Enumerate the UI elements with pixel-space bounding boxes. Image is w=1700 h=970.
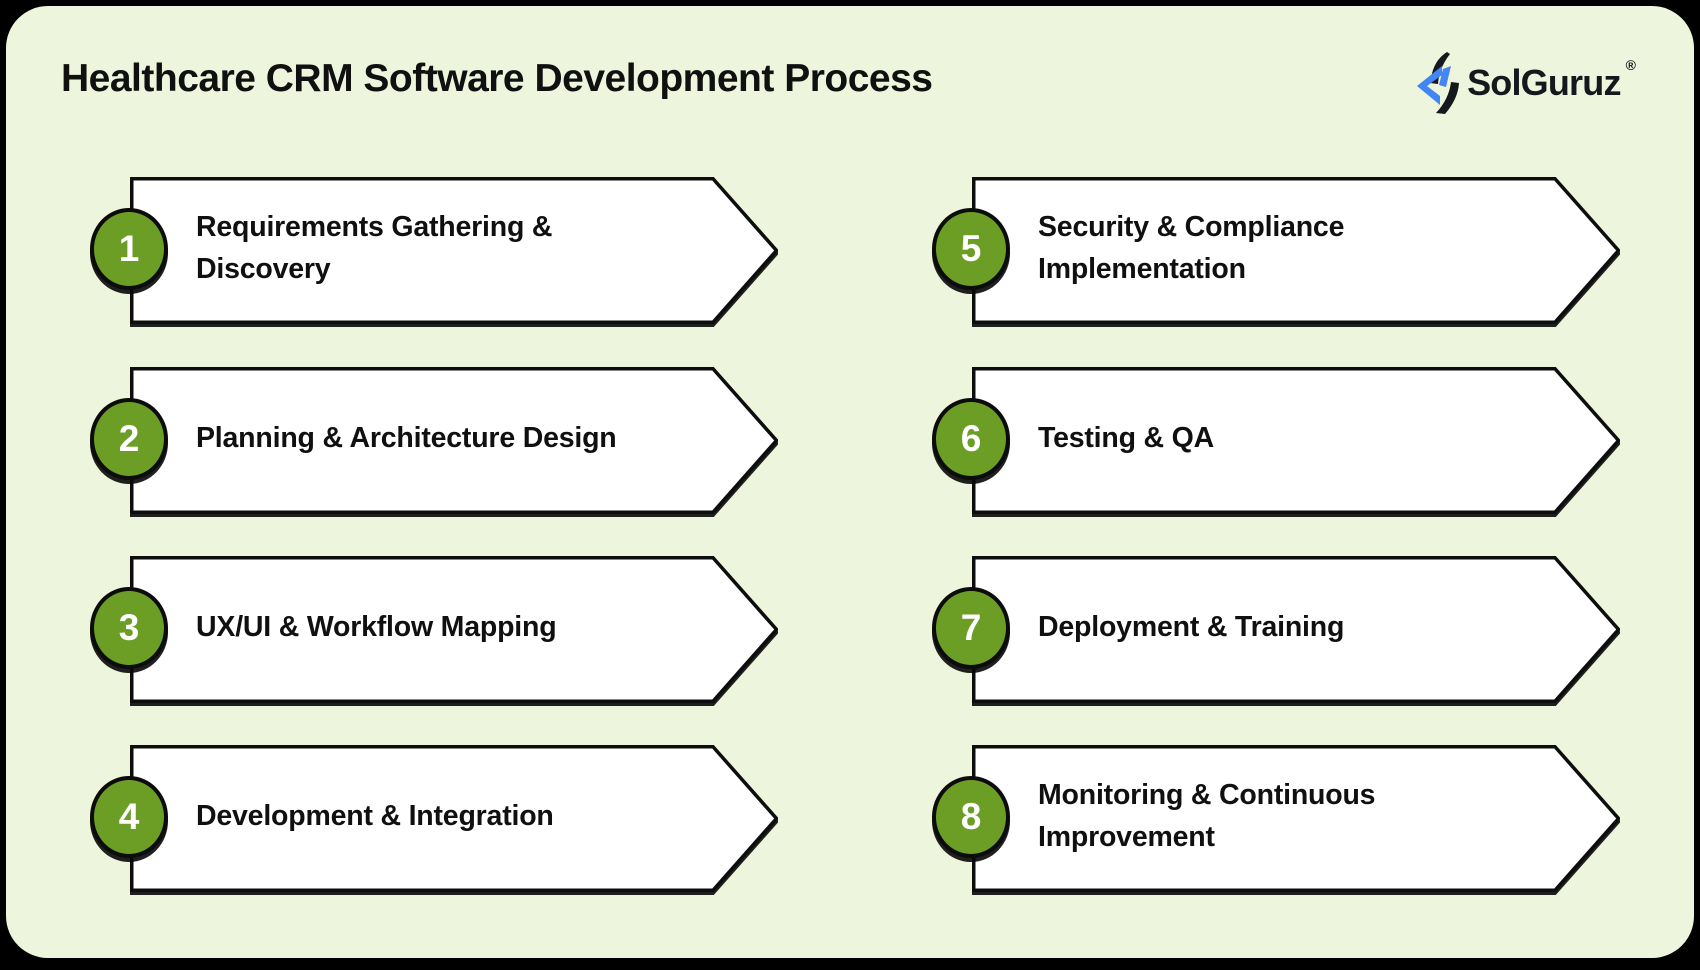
arrow-shape [130, 177, 778, 324]
step-number-badge: 8 [932, 776, 1010, 858]
step-label: Requirements Gathering & Discovery [196, 211, 553, 285]
infographic-canvas: Healthcare CRM Software Development Proc… [6, 6, 1694, 958]
step-number-badge: 2 [90, 398, 168, 480]
step-number: 3 [118, 607, 140, 648]
brand-logo: SolGuruz ® [1414, 50, 1636, 116]
step-number-badge: 1 [90, 208, 168, 290]
registered-trademark-icon: ® [1625, 57, 1636, 73]
arrow-shape [972, 367, 1620, 514]
step-label-area: Requirements Gathering & Discovery [196, 177, 714, 320]
arrow-shape [972, 177, 1620, 324]
step-number-badge: 4 [90, 776, 168, 858]
process-column-right: 5 Security & Compliance Implementation 6… [932, 6, 1620, 970]
step-label: UX/UI & Workflow Mapping [196, 610, 557, 643]
arrow-shape [130, 556, 778, 703]
process-step-8: 8 Monitoring & Continuous Improvement [932, 745, 1620, 892]
process-step-1: 1 Requirements Gathering & Discovery [90, 177, 778, 324]
step-number-badge: 7 [932, 587, 1010, 669]
arrow-shape [972, 556, 1620, 703]
solguruz-logo-icon [1417, 52, 1460, 114]
step-label-area: Testing & QA [1038, 367, 1556, 510]
arrow-shape [130, 745, 778, 892]
step-label: Testing & QA [1038, 421, 1214, 454]
step-label: Planning & Architecture Design [196, 421, 617, 454]
step-number: 4 [118, 796, 140, 837]
step-number: 2 [118, 418, 140, 459]
step-number-badge: 6 [932, 398, 1010, 480]
process-column-left: 1 Requirements Gathering & Discovery 2 P… [90, 6, 778, 970]
step-label-area: Development & Integration [196, 745, 714, 888]
process-step-4: 4 Development & Integration [90, 745, 778, 892]
process-step-5: 5 Security & Compliance Implementation [932, 177, 1620, 324]
arrow-shape [972, 745, 1620, 892]
step-number: 5 [960, 228, 982, 269]
step-label-area: Planning & Architecture Design [196, 367, 714, 510]
step-number: 6 [960, 418, 982, 459]
process-step-6: 6 Testing & QA [932, 367, 1620, 514]
step-label: Deployment & Training [1038, 610, 1345, 643]
step-number: 8 [960, 796, 982, 837]
step-label: Monitoring & Continuous Improvement [1038, 779, 1376, 853]
step-number: 1 [118, 228, 140, 269]
step-label-area: UX/UI & Workflow Mapping [196, 556, 714, 699]
step-label: Development & Integration [196, 799, 554, 832]
step-label-area: Monitoring & Continuous Improvement [1038, 745, 1556, 888]
page-title: Healthcare CRM Software Development Proc… [61, 57, 933, 100]
step-label: Security & Compliance Implementation [1038, 211, 1345, 285]
arrow-shape [130, 367, 778, 514]
step-label-area: Deployment & Training [1038, 556, 1556, 699]
step-number: 7 [960, 607, 982, 648]
process-step-7: 7 Deployment & Training [932, 556, 1620, 703]
step-number-badge: 3 [90, 587, 168, 669]
step-number-badge: 5 [932, 208, 1010, 290]
step-label-area: Security & Compliance Implementation [1038, 177, 1556, 320]
process-step-2: 2 Planning & Architecture Design [90, 367, 778, 514]
brand-name: SolGuruz [1467, 62, 1621, 103]
process-step-3: 3 UX/UI & Workflow Mapping [90, 556, 778, 703]
